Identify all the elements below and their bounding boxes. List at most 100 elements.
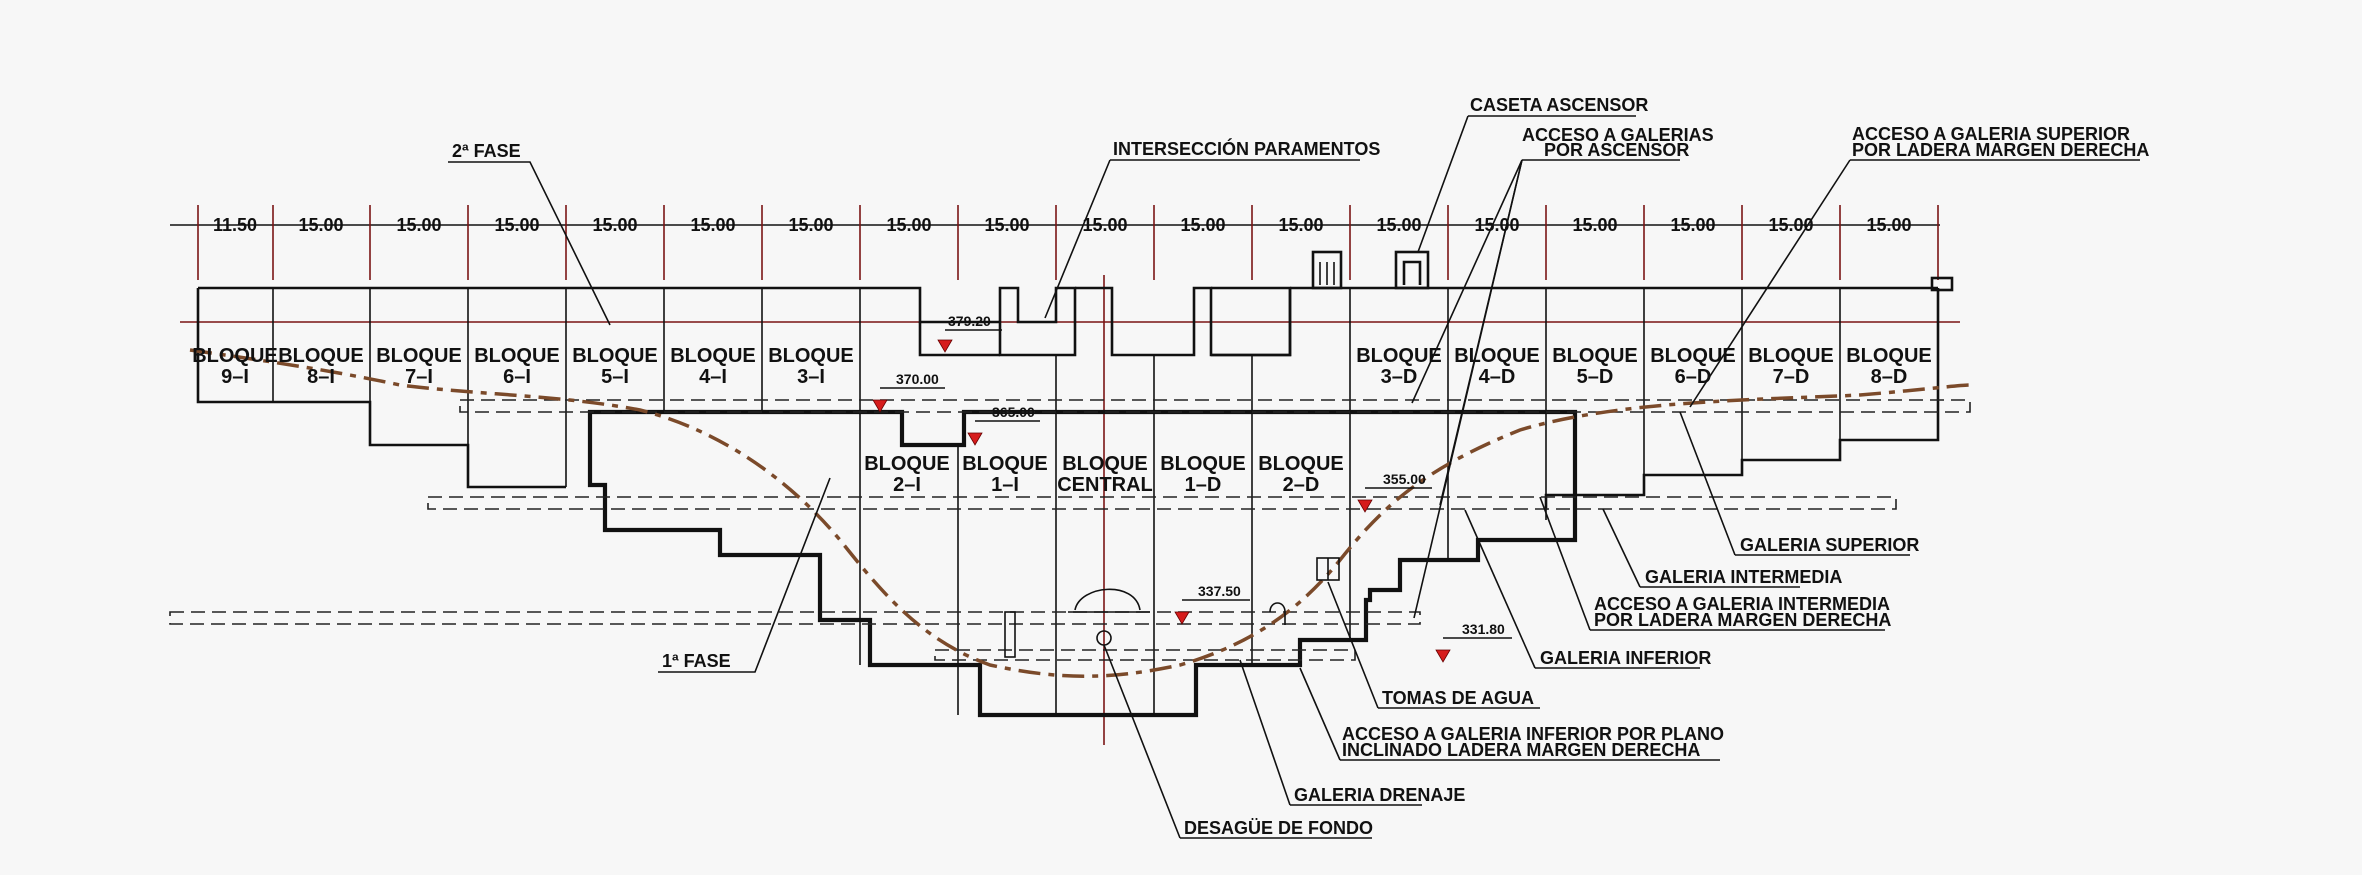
galeria-inferior [169, 611, 1421, 625]
block-label: 8–D [1871, 366, 1908, 388]
label-acceso-ascensor: POR ASCENSOR [1544, 140, 1689, 160]
dimension-value: 15.00 [396, 215, 441, 235]
elevation-value: 379.20 [948, 313, 991, 329]
dimension-value: 15.00 [1376, 215, 1421, 235]
label-tomas-de-agua: TOMAS DE AGUA [1382, 688, 1534, 708]
label-caseta-ascensor: CASETA ASCENSOR [1470, 95, 1648, 115]
block-label: CENTRAL [1057, 474, 1153, 496]
block-label: BLOQUE [1454, 345, 1540, 367]
block-label: BLOQUE [1748, 345, 1834, 367]
block-label: BLOQUE [1356, 345, 1442, 367]
block-label: BLOQUE [572, 345, 658, 367]
block-label: BLOQUE [1062, 453, 1148, 475]
block-label: BLOQUE [962, 453, 1048, 475]
dimension-value: 15.00 [1474, 215, 1519, 235]
block-label: 2–D [1283, 474, 1320, 496]
block-labels-upper-left: BLOQUE 9–I BLOQUE 8–I BLOQUE 7–I BLOQUE … [192, 345, 854, 388]
block-label: BLOQUE [1258, 453, 1344, 475]
intake-details [1004, 557, 1340, 658]
label-acceso-galeria-intermedia: POR LADERA MARGEN DERECHA [1594, 610, 1891, 630]
leader-lines [448, 115, 2140, 839]
dimension-values: 11.50 15.00 15.00 15.00 15.00 15.00 15.0… [213, 215, 1912, 235]
callout-labels: 2ª FASE 1ª FASE INTERSECCIÓN PARAMENTOS … [452, 95, 2149, 838]
block-label: BLOQUE [768, 345, 854, 367]
block-labels-central: BLOQUE 2–I BLOQUE 1–I BLOQUE CENTRAL BLO… [864, 453, 1344, 496]
block-label: 2–I [893, 474, 921, 496]
dimension-value: 15.00 [788, 215, 833, 235]
right-abutment-marker [1930, 276, 1954, 292]
elevation-triangle [937, 339, 953, 353]
block-label: BLOQUE [1160, 453, 1246, 475]
elevation-triangle [1174, 611, 1190, 625]
dimension-value: 15.00 [1670, 215, 1715, 235]
dimension-value: 15.00 [984, 215, 1029, 235]
dimension-value: 15.00 [1572, 215, 1617, 235]
elevator-house-icon [1394, 250, 1430, 290]
dimension-value: 15.00 [1082, 215, 1127, 235]
block-label: 5–I [601, 366, 629, 388]
block-label: 3–I [797, 366, 825, 388]
block-label: 3–D [1381, 366, 1418, 388]
label-acceso-galeria-superior: POR LADERA MARGEN DERECHA [1852, 140, 2149, 160]
elevation-value: 370.00 [896, 371, 939, 387]
block-label: BLOQUE [864, 453, 950, 475]
galleries [169, 399, 1971, 661]
elevation-value: 365.00 [992, 404, 1035, 420]
block-label: 4–D [1479, 366, 1516, 388]
elevation-triangle [967, 432, 983, 446]
block-label: BLOQUE [1846, 345, 1932, 367]
block-label: 4–I [699, 366, 727, 388]
label-fase-2: 2ª FASE [452, 141, 521, 161]
block-label: 6–D [1675, 366, 1712, 388]
label-interseccion-paramentos: INTERSECCIÓN PARAMENTOS [1113, 138, 1380, 159]
dimension-value: 15.00 [592, 215, 637, 235]
galeria-drenaje [934, 649, 1356, 661]
label-acceso-galeria-superior: ACCESO A GALERIA SUPERIOR [1852, 124, 2130, 144]
dimension-value: 15.00 [1278, 215, 1323, 235]
dimension-value: 15.00 [1768, 215, 1813, 235]
label-acceso-galeria-inferior: INCLINADO LADERA MARGEN DERECHA [1342, 740, 1700, 760]
block-labels-upper-right: BLOQUE 3–D BLOQUE 4–D BLOQUE 5–D BLOQUE … [1356, 345, 1932, 388]
label-galeria-inferior: GALERIA INFERIOR [1540, 648, 1711, 668]
dimension-value: 15.00 [690, 215, 735, 235]
block-label: 1–D [1185, 474, 1222, 496]
block-label: BLOQUE [1552, 345, 1638, 367]
block-label: BLOQUE [192, 345, 278, 367]
block-label: 6–I [503, 366, 531, 388]
label-acceso-galeria-inferior: ACCESO A GALERIA INFERIOR POR PLANO [1342, 724, 1724, 744]
terrain-profile [189, 348, 1971, 678]
block-label: 7–D [1773, 366, 1810, 388]
dimension-value: 11.50 [213, 215, 257, 235]
label-galeria-intermedia: GALERIA INTERMEDIA [1645, 567, 1842, 587]
elevation-triangle [1357, 499, 1373, 513]
elevation-markers: 379.20 370.00 365.00 355.00 337.50 331.8… [872, 313, 1512, 663]
block-label: BLOQUE [278, 345, 364, 367]
block-label: 8–I [307, 366, 335, 388]
dimension-value: 15.00 [1180, 215, 1225, 235]
elevation-value: 331.80 [1462, 621, 1505, 637]
dimension-value: 15.00 [494, 215, 539, 235]
elevation-value: 355.00 [1383, 471, 1426, 487]
crest-buildings [1311, 250, 1954, 292]
dimension-value: 15.00 [1866, 215, 1911, 235]
dimension-value: 15.00 [298, 215, 343, 235]
label-fase-1: 1ª FASE [662, 651, 731, 671]
block-label: BLOQUE [474, 345, 560, 367]
elevation-value: 337.50 [1198, 583, 1241, 599]
label-galeria-drenaje: GALERIA DRENAJE [1294, 785, 1465, 805]
building-icon [1311, 250, 1343, 290]
block-label: BLOQUE [376, 345, 462, 367]
label-galeria-superior: GALERIA SUPERIOR [1740, 535, 1919, 555]
galeria-superior [459, 399, 1971, 413]
label-desague-de-fondo: DESAGÜE DE FONDO [1184, 818, 1373, 838]
label-acceso-ascensor: ACCESO A GALERIAS [1522, 125, 1714, 145]
block-label: BLOQUE [1650, 345, 1736, 367]
block-label: 9–I [221, 366, 249, 388]
galeria-intermedia [427, 496, 1897, 510]
elevation-triangle [1435, 649, 1451, 663]
block-label: 1–I [991, 474, 1019, 496]
elevation-triangle [872, 399, 888, 413]
dimension-value: 15.00 [886, 215, 931, 235]
dimension-chain [170, 205, 1940, 280]
